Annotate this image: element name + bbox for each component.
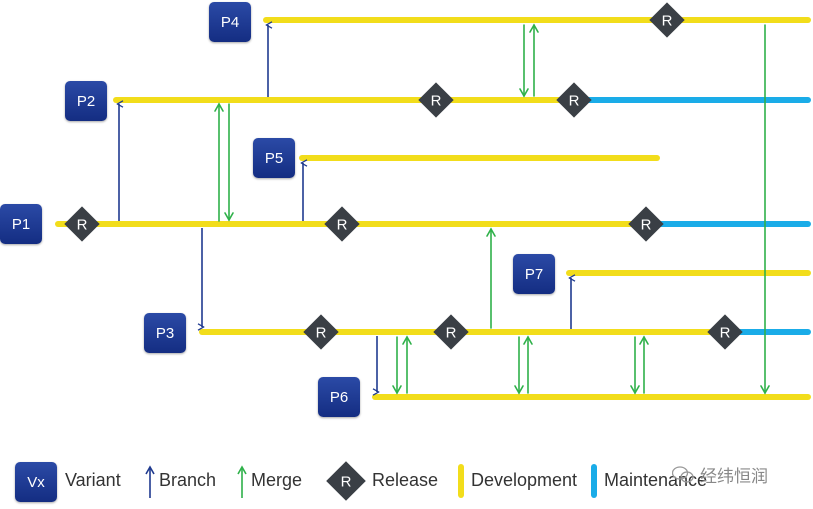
legend-release-label: Release [372,470,439,490]
legend-variant-icon: Vx [15,462,57,502]
release-marker-label: R [446,325,457,342]
release-marker: R [649,2,685,38]
legend-variant-label: Variant [65,470,121,490]
maintenance-lines [572,97,811,335]
variant-label: P2 [76,92,96,110]
release-marker: R [64,206,100,242]
legend-release-symbol: R [341,474,352,491]
release-marker: R [556,82,592,118]
merge-arrow-p6-to-p3-b [523,335,533,394]
variant-box-p2: P2 [65,81,107,121]
variant-box-p3: P3 [144,313,186,353]
merge-arrow-p4-to-p6 [760,24,770,395]
watermark-text: 经纬恒润 [700,467,768,486]
legend-branch-icon [145,465,155,498]
branch-arrows [119,25,571,392]
variant-box-p7: P7 [513,254,555,294]
legend-variant-symbol: Vx [27,473,45,491]
variant-label: P5 [264,149,284,167]
release-marker: R [303,314,339,350]
release-marker: R [433,314,469,350]
release-marker-label: R [77,217,88,234]
legend-development-label: Development [471,470,578,490]
release-marker: R [628,206,664,242]
variant-label: P3 [155,324,175,342]
legend-release-icon: R [326,461,366,501]
merge-arrow-p3-to-p6-a [392,336,402,395]
release-marker-label: R [662,13,673,30]
merge-arrow-p1-to-p2 [214,102,224,222]
variant-box-p4: P4 [209,2,251,42]
legend-merge-icon [237,465,247,498]
watermark: 经纬恒润 [672,462,768,487]
merge-arrow-p2-to-p4 [529,23,539,97]
release-marker: R [324,206,360,242]
variant-box-p1: P1 [0,204,42,244]
legend-merge-label: Merge [251,470,303,490]
variant-box-p6: P6 [318,377,360,417]
merge-arrow-p4-to-p2 [519,24,529,98]
chat-bubble-icon [672,465,694,483]
release-marker: R [418,82,454,118]
variant-label: P7 [524,265,544,283]
merge-arrow-p6-to-p3-a [402,335,412,394]
merge-arrows [214,23,770,395]
release-marker-label: R [720,325,731,342]
release-marker-label: R [316,325,327,342]
variant-box-p5: P5 [253,138,295,178]
variant-label: P1 [11,215,31,233]
release-marker-label: R [569,93,580,110]
merge-arrow-p3-to-p1 [486,227,496,329]
merge-arrow-p3-to-p6-c [630,336,640,395]
merge-arrow-p3-to-p6-b [514,336,524,395]
variant-label: P6 [329,388,349,406]
release-marker-label: R [641,217,652,234]
merge-arrow-p6-to-p3-c [639,335,649,394]
release-marker-label: R [431,93,442,110]
release-markers: R R R R R R R [64,2,743,350]
variant-label: P4 [220,13,240,31]
release-marker-label: R [337,217,348,234]
merge-arrow-p2-to-p1 [224,103,234,222]
legend-branch-label: Branch [159,470,217,490]
release-marker: R [707,314,743,350]
